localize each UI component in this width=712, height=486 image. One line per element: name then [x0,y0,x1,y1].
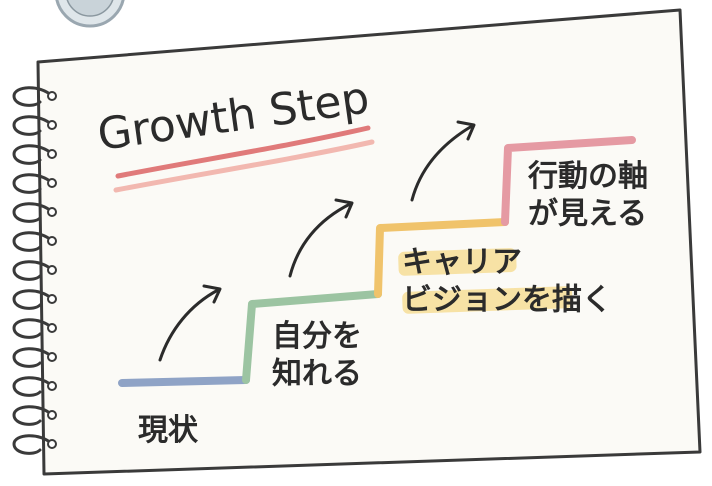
step-label-1: 現状 [138,413,199,448]
spiral-ring-icon [12,202,57,223]
spiral-ring-icon [12,405,57,426]
spiral-binding [12,86,57,455]
spiral-ring-icon [12,260,57,281]
label-highlight [398,248,573,314]
spiral-ring-icon [12,115,57,136]
growth-arrows [158,120,476,362]
title-underline [113,125,375,193]
step-label-4: 行動の軸が見える [527,159,648,232]
step-label-line: が見える [528,197,647,232]
spiral-ring-icon [12,144,57,165]
spiral-ring-icon [12,434,57,455]
spiral-ring-icon [12,86,57,107]
step-label-line: キャリア [402,245,522,280]
step-label-2: 自分を知れる [272,319,362,392]
step-line-3 [374,218,509,298]
arrow-icon [410,120,476,202]
growth-staircase [118,136,636,387]
spiral-ring-icon [12,318,57,339]
paper-sheet [36,8,702,476]
step-label-3: キャリアビジョンを描く [402,245,612,318]
notebook [36,8,702,476]
step-label-line: 知れる [272,357,362,392]
spiral-ring-icon [12,376,57,397]
step-label-line: 現状 [138,413,199,448]
badge-icon [55,0,125,28]
arrow-icon [158,284,222,362]
spiral-ring-icon [12,347,57,368]
step-label-line: 行動の軸 [527,159,648,194]
step-line-2 [242,290,382,384]
spiral-ring-icon [12,231,57,252]
spiral-ring-icon [12,173,57,194]
step-label-line: 自分を [272,319,362,354]
step-line-4 [501,136,636,226]
step-label-line: ビジョンを描く [402,283,612,318]
step-line-1 [118,376,250,387]
spiral-ring-icon [12,289,57,310]
arrow-icon [288,198,354,278]
